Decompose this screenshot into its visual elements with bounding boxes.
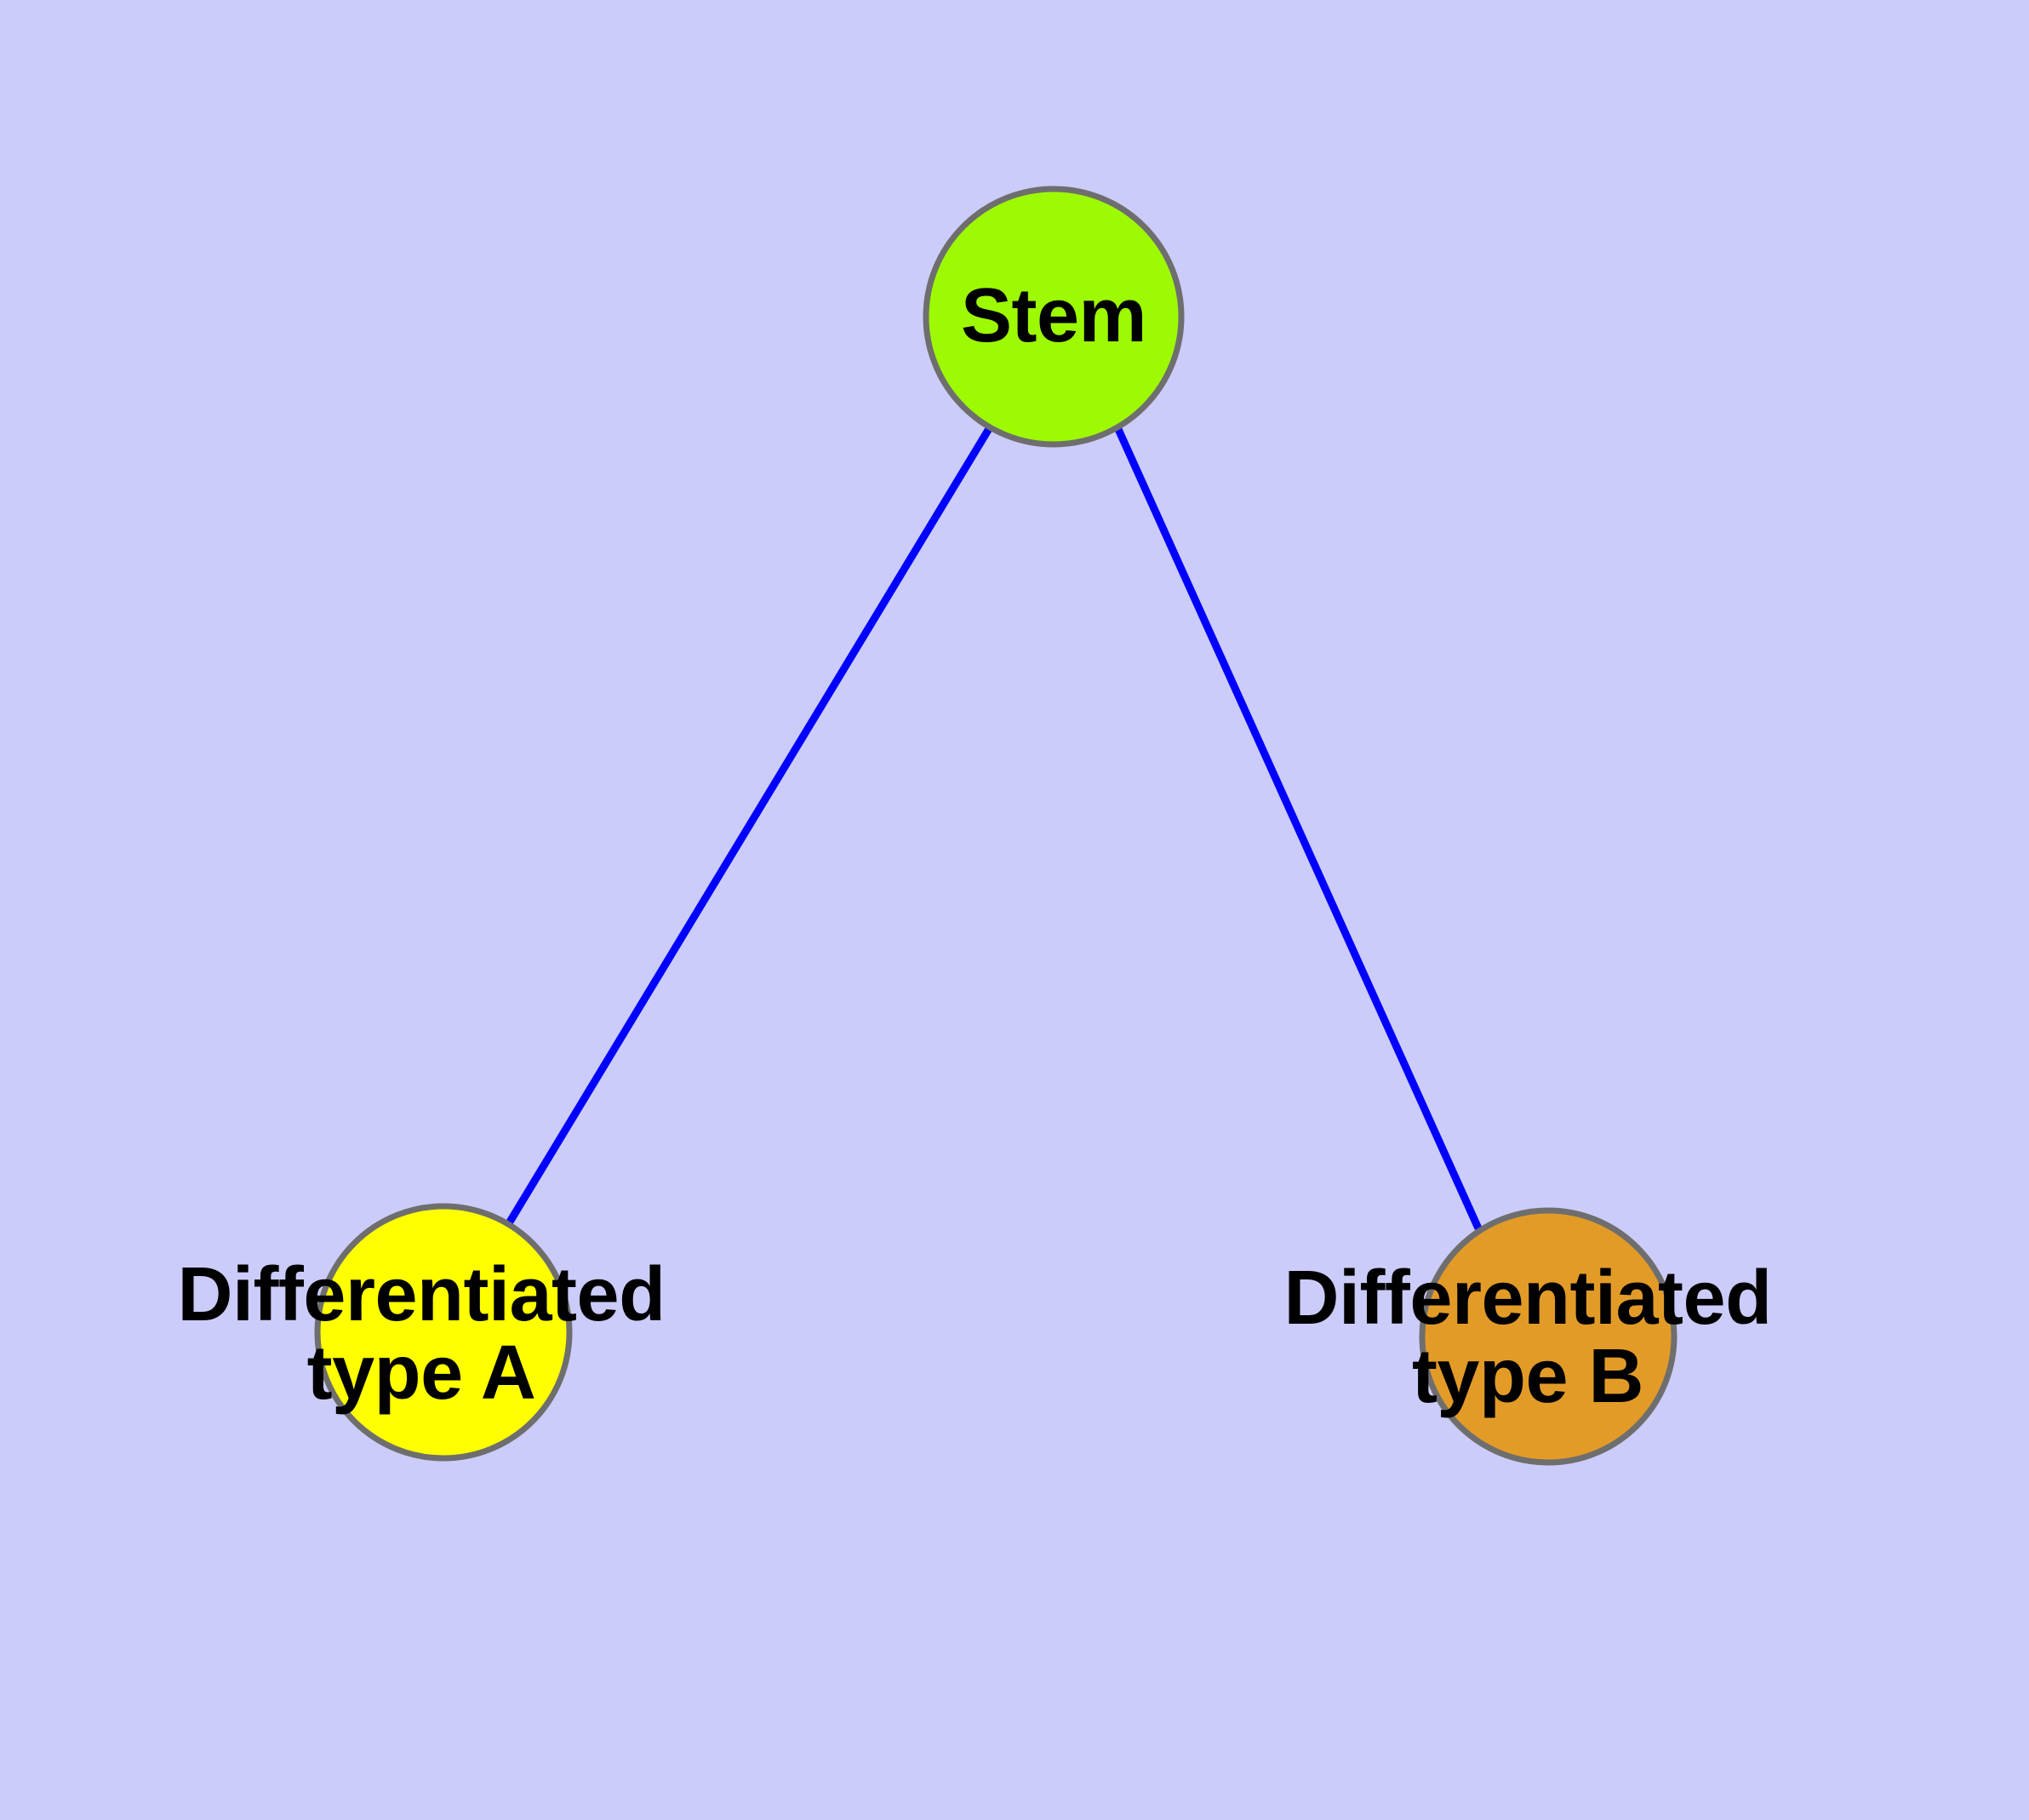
edge-stem-to-differentiated-type-b[interactable]: [1113, 426, 1483, 1230]
node-stem[interactable]: [923, 186, 1185, 448]
node-differentiated-type-b[interactable]: [1419, 1207, 1677, 1466]
edge-layer: [506, 425, 1483, 1230]
node-differentiated-type-a[interactable]: [314, 1203, 573, 1462]
edge-stem-to-differentiated-type-a[interactable]: [506, 425, 993, 1226]
node-layer: [314, 186, 1677, 1466]
